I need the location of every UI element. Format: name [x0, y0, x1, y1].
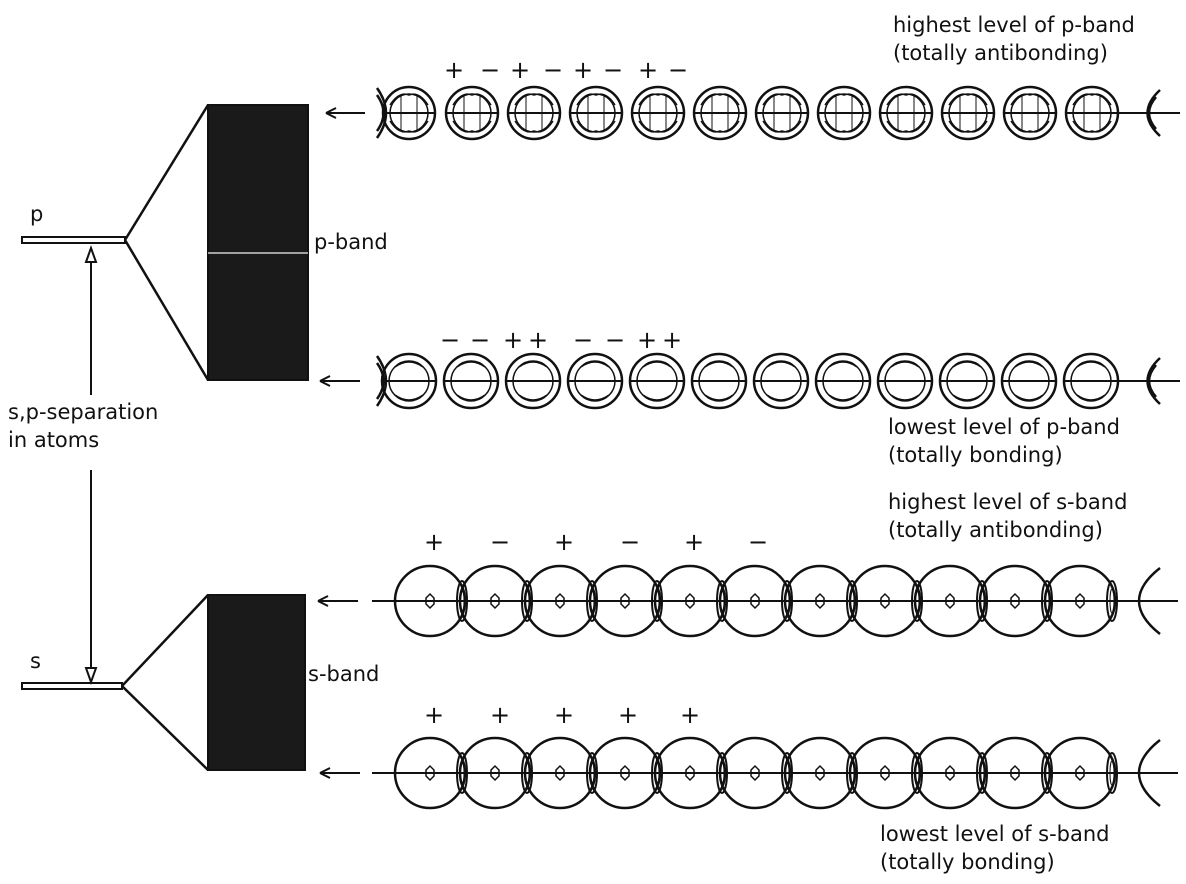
caption-s-highest-line1: highest level of s-band: [888, 490, 1128, 514]
p-band-label: p-band: [314, 230, 388, 254]
phase-sign: +: [684, 528, 706, 556]
phase-sign: −: [543, 56, 565, 84]
caption-s-lowest-line2: (totally bonding): [880, 850, 1055, 874]
s-band-block: [207, 594, 306, 771]
caption-s-highest-line2: (totally antibonding): [888, 518, 1103, 542]
caption-p-highest-line1: highest level of p-band: [893, 13, 1135, 37]
orbital-chain-p-highest: [375, 85, 1180, 141]
caption-p-lowest-line1: lowest level of p-band: [888, 415, 1120, 439]
s-atomic-level: [21, 682, 123, 690]
phase-sign: −: [748, 528, 770, 556]
orbital-chain-s-highest: [372, 564, 1178, 638]
separation-label-line2: in atoms: [8, 428, 100, 452]
phase-sign: +: [573, 56, 595, 84]
phase-sign: −: [605, 326, 627, 354]
s-level-label: s: [30, 649, 41, 673]
phase-sign: −: [480, 56, 502, 84]
phase-sign: +: [618, 701, 640, 729]
phase-sign: +: [554, 701, 576, 729]
phase-sign: +: [490, 701, 512, 729]
p-atomic-level: [21, 236, 126, 244]
caption-p-lowest-line2: (totally bonding): [888, 443, 1063, 467]
phase-sign: +: [680, 701, 702, 729]
phase-sign: −: [603, 56, 625, 84]
p-level-label: p: [30, 202, 44, 226]
separation-arrow: [84, 245, 98, 685]
phase-sign: +: [662, 326, 684, 354]
phase-sign: +: [510, 56, 532, 84]
separation-label-line1: s,p-separation: [8, 400, 159, 424]
phase-sign: +: [424, 528, 446, 556]
phase-sign: −: [440, 326, 462, 354]
phase-sign: +: [638, 56, 660, 84]
phase-sign: +: [528, 326, 550, 354]
phase-sign: −: [620, 528, 642, 556]
caption-s-lowest-line1: lowest level of s-band: [880, 822, 1110, 846]
p-band-block: [207, 104, 309, 381]
s-band-label: s-band: [308, 662, 380, 686]
orbital-chain-p-lowest: [375, 352, 1180, 410]
level-arrows: [317, 107, 365, 779]
phase-sign: −: [470, 326, 492, 354]
phase-sign: +: [424, 701, 446, 729]
phase-sign: +: [637, 326, 659, 354]
caption-p-highest-line2: (totally antibonding): [893, 41, 1108, 65]
phase-sign: −: [668, 56, 690, 84]
phase-sign: +: [554, 528, 576, 556]
phase-sign: −: [573, 326, 595, 354]
phase-sign: +: [503, 326, 525, 354]
phase-sign: −: [490, 528, 512, 556]
orbital-chain-s-lowest: [372, 736, 1178, 810]
phase-sign: +: [444, 56, 466, 84]
